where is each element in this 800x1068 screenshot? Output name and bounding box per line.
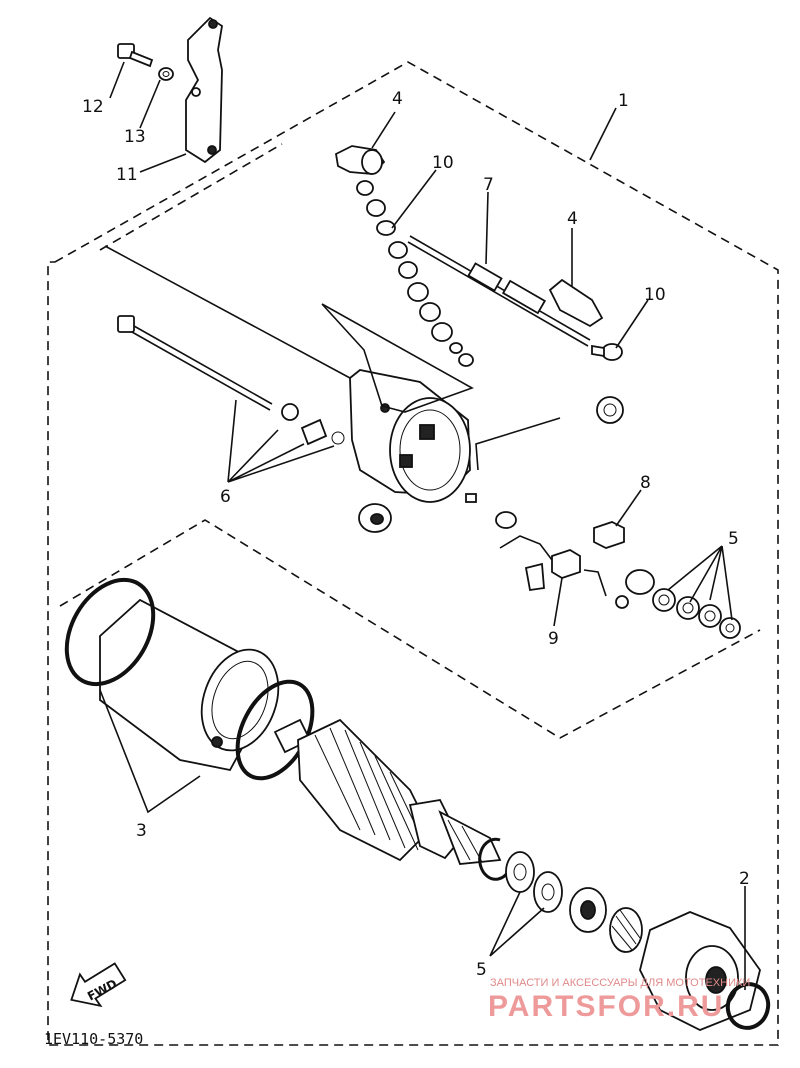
callout-13: 13 bbox=[124, 127, 146, 147]
needle-bearing-part bbox=[609, 907, 643, 953]
brush-lead-part bbox=[583, 569, 629, 609]
brush-spring-part bbox=[358, 503, 392, 533]
watermark-tagline: ЗАПЧАСТИ И АКСЕССУАРЫ ДЛЯ МОТОТЕХНИКИ bbox=[490, 977, 750, 989]
callout-4-lower: 4 bbox=[567, 209, 578, 229]
brush-part-9 bbox=[499, 535, 581, 592]
bracket-outline bbox=[99, 143, 283, 251]
terminal-washers-part-6 bbox=[281, 403, 345, 446]
armature-part bbox=[273, 718, 502, 865]
callout-5-upper: 5 bbox=[728, 529, 739, 549]
o-ring-part-2 bbox=[725, 982, 771, 1030]
callout-6: 6 bbox=[220, 487, 231, 507]
brush-part-8 bbox=[593, 521, 625, 549]
small-pin-parts bbox=[465, 493, 517, 529]
terminal-rod-part-7 bbox=[407, 235, 591, 347]
sub-assembly-dashed-line bbox=[59, 519, 761, 739]
nut-washer-stack bbox=[356, 180, 474, 367]
callout-5-lower: 5 bbox=[476, 960, 487, 980]
callout-8: 8 bbox=[640, 473, 651, 493]
callout-4-upper: 4 bbox=[392, 89, 403, 109]
circlip-part bbox=[478, 837, 510, 881]
fwd-direction-arrow: FWD bbox=[70, 962, 127, 1008]
callout-11: 11 bbox=[116, 165, 138, 185]
watermark-brand: PARTSFOR.RU bbox=[488, 990, 724, 1023]
upper-sub-assembly-line bbox=[104, 245, 561, 471]
yoke-part-3 bbox=[99, 598, 280, 772]
bracket-part bbox=[185, 16, 223, 164]
callout-7: 7 bbox=[483, 175, 494, 195]
shim-stack-part-5-upper bbox=[625, 569, 741, 639]
washer-part-13 bbox=[158, 67, 174, 81]
front-bearing-part bbox=[569, 887, 607, 933]
leader-lines bbox=[99, 61, 746, 990]
assembly-outline bbox=[47, 61, 779, 1046]
through-bolt-part bbox=[117, 315, 273, 411]
terminal-cap-part-upper bbox=[335, 145, 386, 175]
end-cover-part bbox=[349, 369, 471, 503]
end-bearing-part bbox=[596, 396, 624, 424]
callout-10-upper: 10 bbox=[432, 153, 454, 173]
terminal-cap-part-lower bbox=[548, 278, 604, 328]
diagram-code: 1EV110-5370 bbox=[44, 1030, 143, 1048]
bolt-part-12 bbox=[117, 43, 154, 68]
callout-12: 12 bbox=[82, 97, 104, 117]
callout-10-lower: 10 bbox=[644, 285, 666, 305]
o-ring-part-3a bbox=[64, 577, 156, 687]
shim-stack-part-5-lower bbox=[505, 851, 563, 913]
callout-1: 1 bbox=[618, 91, 629, 111]
callout-9: 9 bbox=[548, 629, 559, 649]
callout-2: 2 bbox=[739, 869, 750, 889]
callout-3: 3 bbox=[136, 821, 147, 841]
terminal-lug-part-10 bbox=[591, 343, 623, 361]
